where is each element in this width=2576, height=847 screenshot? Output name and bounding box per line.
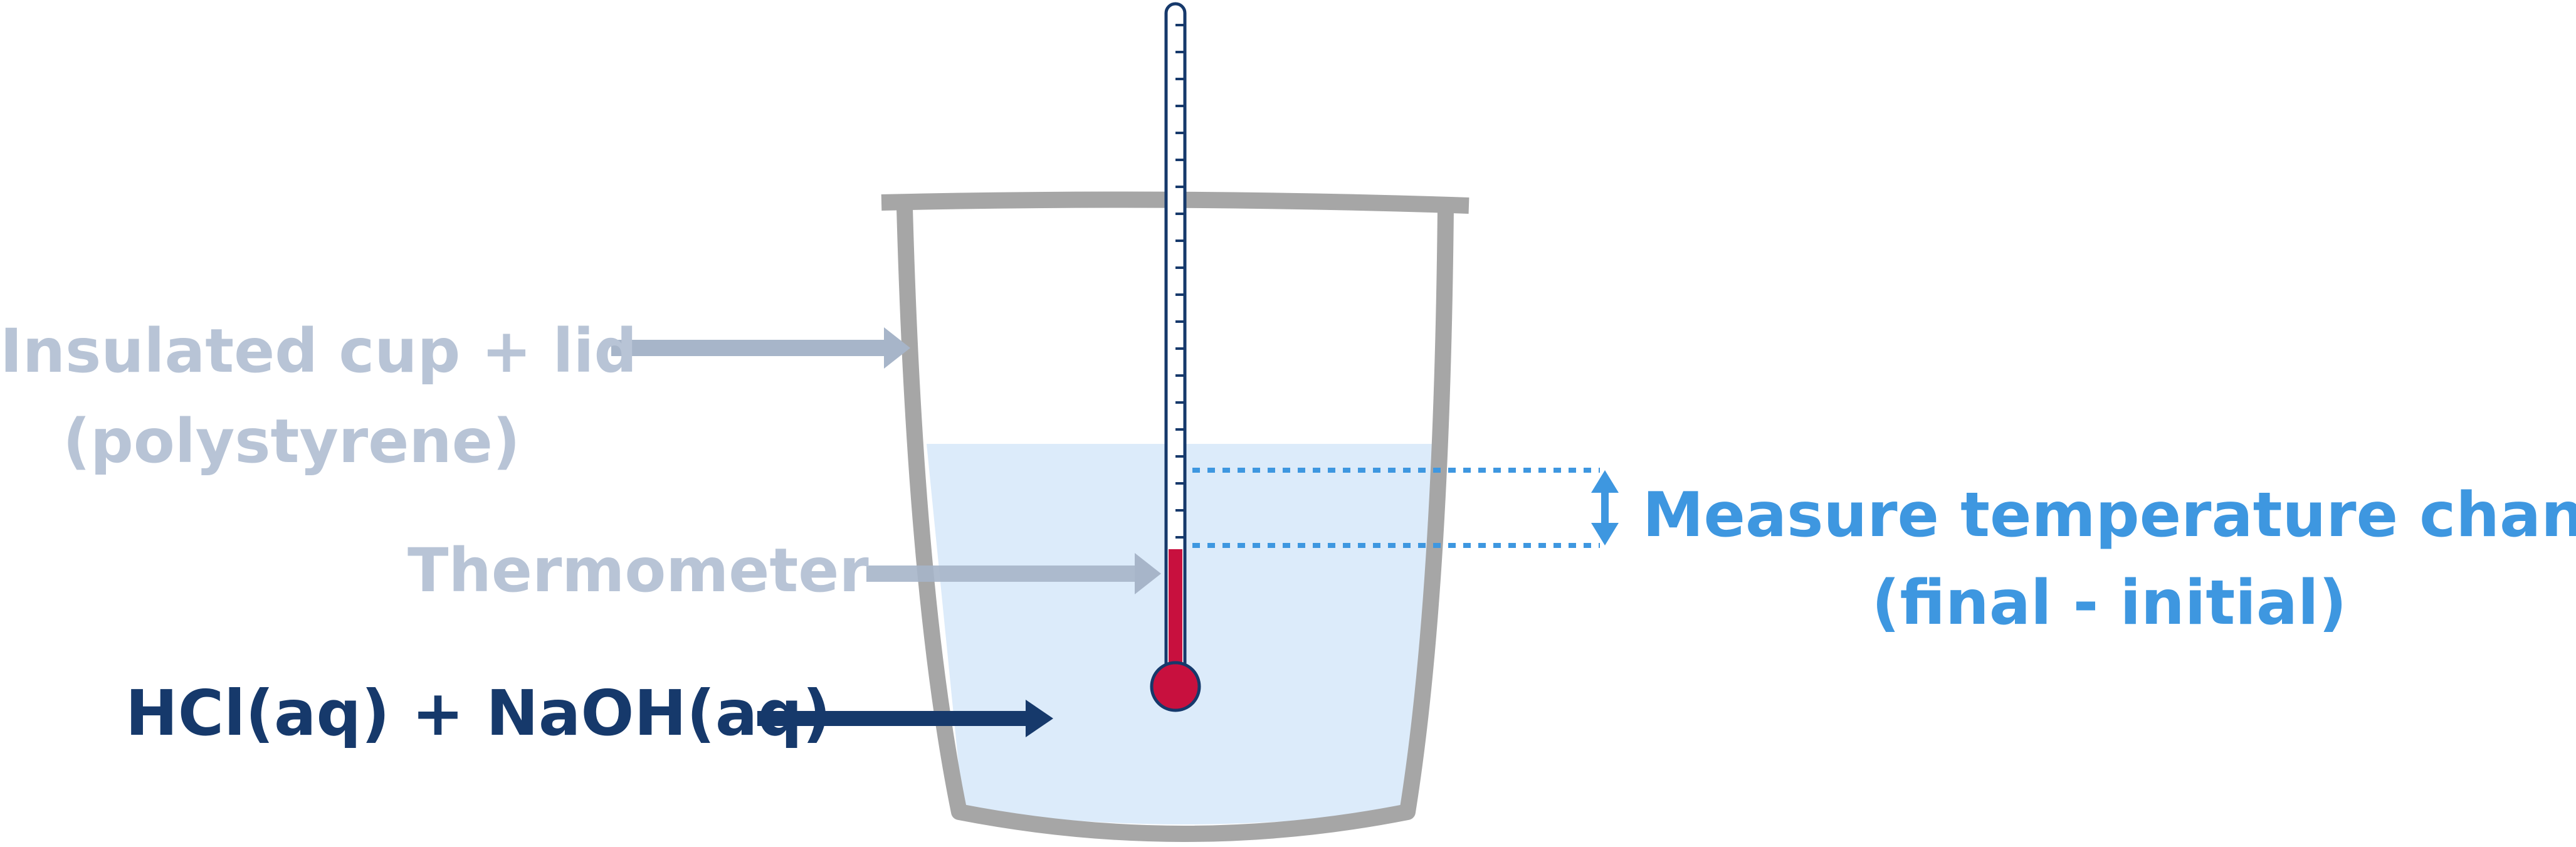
insulated-cup [896,208,1454,842]
temperature-change-double-arrow-icon [1591,470,1619,545]
insulated-cup-label: Insulated cup + lid (polystyrene) [0,306,638,487]
thermometer-bulb [1150,661,1201,712]
thermometer [1150,2,1201,712]
cup-label-line2: (polystyrene) [63,406,520,476]
thermometer-scale [1175,24,1185,539]
cup-label-line1: Insulated cup + lid [0,316,638,386]
reactants-label: HCl(aq) + NaOH(aq) [125,676,831,750]
measure-label-line1: Measure temperature change [1643,480,2576,551]
thermometer-label: Thermometer [407,535,869,606]
measure-label-line2: (final - initial) [1871,567,2347,639]
mercury-column [1169,549,1182,675]
measure-temperature-label: Measure temperature change (final - init… [1643,471,2576,647]
thermometer-pointer-arrow [866,553,1161,594]
cup-pointer-arrow [611,327,910,369]
reactants-pointer-arrow [757,700,1053,737]
